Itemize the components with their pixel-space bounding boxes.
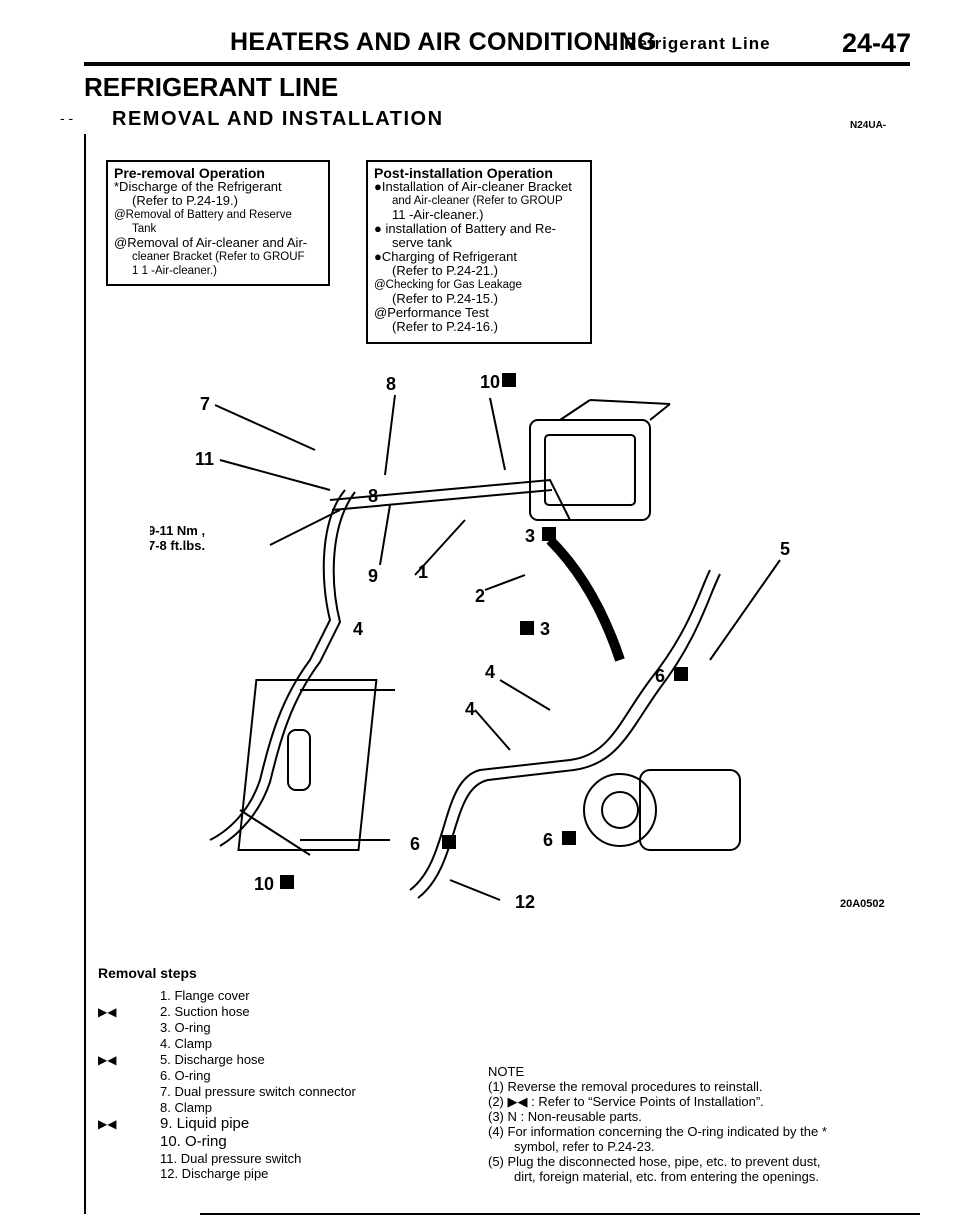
callout-12: 12 bbox=[515, 892, 535, 912]
note-line: (4) For information concerning the O-rin… bbox=[488, 1124, 827, 1139]
post-installation-heading: Post-installation Operation bbox=[374, 165, 553, 181]
post-installation-line: serve tank bbox=[392, 235, 452, 250]
callout-10: 10 bbox=[480, 372, 500, 392]
callout-5: 5 bbox=[780, 539, 790, 559]
callout-7: 7 bbox=[200, 394, 210, 414]
note-title: NOTE bbox=[488, 1064, 525, 1079]
callout-3: 3 bbox=[525, 526, 535, 546]
removal-step: ▶◀2. Suction hose bbox=[98, 1004, 250, 1019]
pre-removal-line: cleaner Bracket (Refer to GROUF bbox=[132, 251, 305, 263]
post-installation-line: ●Charging of Refrigerant bbox=[374, 249, 517, 264]
pre-removal-line: (Refer to P.24-19.) bbox=[132, 193, 238, 208]
pre-removal-line: @Removal of Air-cleaner and Air- bbox=[114, 235, 308, 250]
note-line: (1) Reverse the removal procedures to re… bbox=[488, 1079, 763, 1094]
header-rule bbox=[84, 62, 910, 66]
removal-step: ▶◀5. Discharge hose bbox=[98, 1052, 265, 1067]
pre-removal-line: Tank bbox=[132, 223, 157, 235]
callout-11: 11 bbox=[195, 449, 214, 469]
note-line: (5) Plug the disconnected hose, pipe, et… bbox=[488, 1154, 821, 1169]
post-installation-line: and Air-cleaner (Refer to GROUP bbox=[392, 195, 563, 207]
pre-removal-line: @Removal of Battery and Reserve bbox=[114, 209, 292, 221]
callout-2: 2 bbox=[475, 586, 485, 606]
section-code: N24UA- bbox=[850, 120, 887, 131]
pre-removal-box: Pre-removal Operation *Discharge of the … bbox=[106, 160, 330, 286]
callout-6b: 6 bbox=[410, 834, 420, 854]
note-line: dirt, foreign material, etc. from enteri… bbox=[514, 1169, 819, 1184]
callout-3b: 3 bbox=[540, 619, 550, 639]
section-title: REFRIGERANT LINE bbox=[84, 72, 339, 102]
callout-torque-ftlbs: 7-8 ft.lbs. bbox=[150, 538, 205, 553]
post-installation-line: ●Installation of Air-cleaner Bracket bbox=[374, 179, 572, 194]
pre-removal-line: 1 1 -Air-cleaner.) bbox=[132, 265, 218, 277]
post-installation-line: @Checking for Gas Leakage bbox=[374, 279, 522, 291]
non-reusable-markers bbox=[280, 373, 688, 889]
footer-rule bbox=[200, 1213, 920, 1215]
figure-code: 20A0502 bbox=[840, 898, 885, 910]
refrigerant-line-diagram: 7 11 9-11 Nm , 7-8 ft.lbs. 8 8 10 9 1 3 … bbox=[150, 372, 790, 912]
callout-9: 9 bbox=[368, 566, 378, 586]
callout-8b: 8 bbox=[368, 486, 378, 506]
callout-4: 4 bbox=[353, 619, 363, 639]
callout-10b: 10 bbox=[254, 874, 274, 894]
post-installation-line: ● installation of Battery and Re- bbox=[374, 221, 556, 236]
page-number: 24-47 bbox=[842, 28, 912, 58]
callout-4b: 4 bbox=[485, 662, 495, 682]
left-margin-rule bbox=[84, 134, 86, 1214]
pre-removal-heading: Pre-removal Operation bbox=[114, 165, 265, 181]
post-installation-line: (Refer to P.24-16.) bbox=[392, 319, 498, 334]
removal-step: ▶◀9. Liquid pipe bbox=[98, 1115, 250, 1132]
note-block: NOTE (1) Reverse the removal procedures … bbox=[488, 1064, 908, 1184]
pre-removal-line: *Discharge of the Refrigerant bbox=[114, 179, 282, 194]
callout-8: 8 bbox=[386, 374, 396, 394]
callout-torque-nm: 9-11 Nm , bbox=[150, 523, 205, 538]
post-installation-box: Post-installation Operation ●Installatio… bbox=[366, 160, 592, 344]
removal-steps-title: Removal steps bbox=[98, 965, 197, 981]
section-subtitle: REMOVAL AND INSTALLATION bbox=[112, 108, 444, 130]
header-title: HEATERS AND AIR CONDITIONING bbox=[230, 28, 657, 56]
callout-4c: 4 bbox=[465, 699, 475, 719]
post-installation-line: 11 -Air-cleaner.) bbox=[392, 207, 484, 222]
post-installation-line: (Refer to P.24-21.) bbox=[392, 263, 498, 278]
margin-mark: - - bbox=[60, 110, 74, 126]
callout-6: 6 bbox=[655, 666, 665, 686]
note-line: symbol, refer to P.24-23. bbox=[514, 1139, 655, 1154]
header-subtitle: – Refrigerant Line bbox=[608, 34, 771, 53]
post-installation-line: @Performance Test bbox=[374, 305, 489, 320]
callout-6c: 6 bbox=[543, 830, 553, 850]
note-line: (3) N : Non-reusable parts. bbox=[488, 1109, 642, 1124]
callout-1: 1 bbox=[418, 562, 428, 582]
post-installation-line: (Refer to P.24-15.) bbox=[392, 291, 498, 306]
note-line: (2) ▶◀ : Refer to “Service Points of Ins… bbox=[488, 1094, 764, 1109]
